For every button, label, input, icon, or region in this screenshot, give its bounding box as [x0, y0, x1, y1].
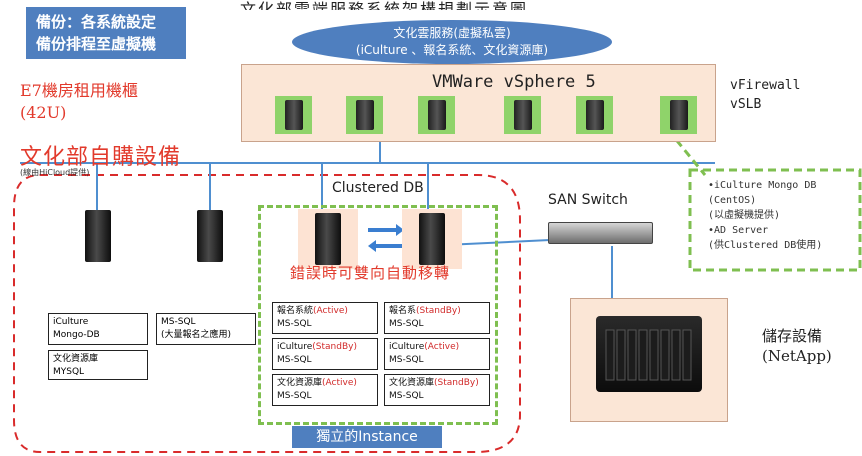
vm-server	[275, 96, 312, 134]
cabinet-line2: (42U)	[20, 103, 67, 122]
backup-note-line1: 備份：各系統設定	[36, 13, 157, 31]
mongo-ad-panel: •iCulture Mongo DB (CentOS) (以虛擬機提供) •AD…	[708, 178, 858, 264]
self-purchased-title: 文化部自購設備	[20, 145, 182, 170]
db-server-slot	[298, 209, 358, 269]
san-switch-icon	[548, 222, 653, 244]
server-icon	[428, 100, 446, 130]
vm-server	[504, 96, 541, 134]
mongo-line3: (以虛擬機提供)	[708, 210, 781, 221]
tower-server-icon	[197, 210, 223, 262]
vm-server	[576, 96, 613, 134]
instance-cell: 報名系(StandBy) MS-SQL	[384, 302, 490, 334]
instance-cell: 報名系統(Active) MS-SQL	[272, 302, 378, 334]
vfirewall-vslb-label: vFirewall vSLB	[730, 76, 800, 114]
vslb-label: vSLB	[730, 97, 762, 112]
instance-cell: iCulture(StandBy) MS-SQL	[272, 338, 378, 370]
vm-server	[660, 96, 697, 134]
server-icon	[586, 100, 604, 130]
db-server-icon	[315, 213, 341, 265]
server-icon	[670, 100, 688, 130]
storage-label: 儲存設備 (NetApp)	[762, 327, 832, 365]
server-icon	[356, 100, 374, 130]
vsphere-title: VMWare vSphere 5	[432, 72, 596, 92]
vfirewall-label: vFirewall	[730, 78, 801, 93]
header-text-cut: 文化部雲端服務系統架構規劃示意圖	[240, 0, 529, 10]
instance-box	[258, 205, 498, 425]
mongo-line2: (CentOS)	[708, 195, 757, 206]
iculture-mongo-note: iCulture Mongo-DB	[48, 313, 148, 345]
db-server-icon	[419, 213, 445, 265]
instance-cell: 文化資源庫(StandBy) MS-SQL	[384, 374, 490, 406]
backup-note: 備份：各系統設定 備份排程至虛擬機	[26, 7, 186, 59]
nas-storage-icon	[596, 316, 702, 392]
tower-server-icon	[85, 210, 111, 262]
server-icon	[514, 100, 532, 130]
culture-mysql-note: 文化資源庫 MYSQL	[48, 350, 148, 380]
clustered-db-label: Clustered DB	[332, 180, 424, 196]
server-icon	[285, 100, 303, 130]
cloud-line2: (iCulture 、報名系統、文化資源庫)	[355, 43, 549, 57]
backup-note-line2: 備份排程至虛擬機	[36, 35, 157, 53]
cabinet-title: E7機房租用機櫃 (42U)	[20, 80, 138, 124]
mongo-line5: (供Clustered DB使用)	[708, 240, 823, 251]
instance-cell: iCulture(Active) MS-SQL	[384, 338, 490, 370]
cabinet-line1: E7機房租用機櫃	[20, 81, 138, 100]
independent-instance-tag: 獨立的Instance	[292, 426, 442, 448]
self-equipment-boundary	[13, 174, 521, 453]
instance-cell: 文化資源庫(Active) MS-SQL	[272, 374, 378, 406]
mongo-line1: •iCulture Mongo DB	[708, 180, 817, 191]
vm-server	[418, 96, 455, 134]
san-switch-label: SAN Switch	[548, 192, 628, 208]
cloud-service-ellipse: 文化雲服務(虛擬私雲) (iCulture 、報名系統、文化資源庫)	[292, 20, 612, 64]
mssql-note: MS-SQL (大量報名之應用)	[156, 313, 256, 345]
cloud-line1: 文化雲服務(虛擬私雲)	[393, 26, 511, 40]
vm-to-mongo-link	[658, 119, 707, 176]
db-server-slot	[402, 209, 462, 269]
self-purchased-sub: (線由HiCloud提供)	[20, 168, 90, 177]
mongo-line4: •AD Server	[708, 225, 769, 236]
vsphere-box	[241, 64, 716, 142]
failover-arrows-icon	[368, 224, 404, 252]
vm-server	[346, 96, 383, 134]
failover-label: 錯誤時可雙向自動移轉	[290, 264, 451, 282]
